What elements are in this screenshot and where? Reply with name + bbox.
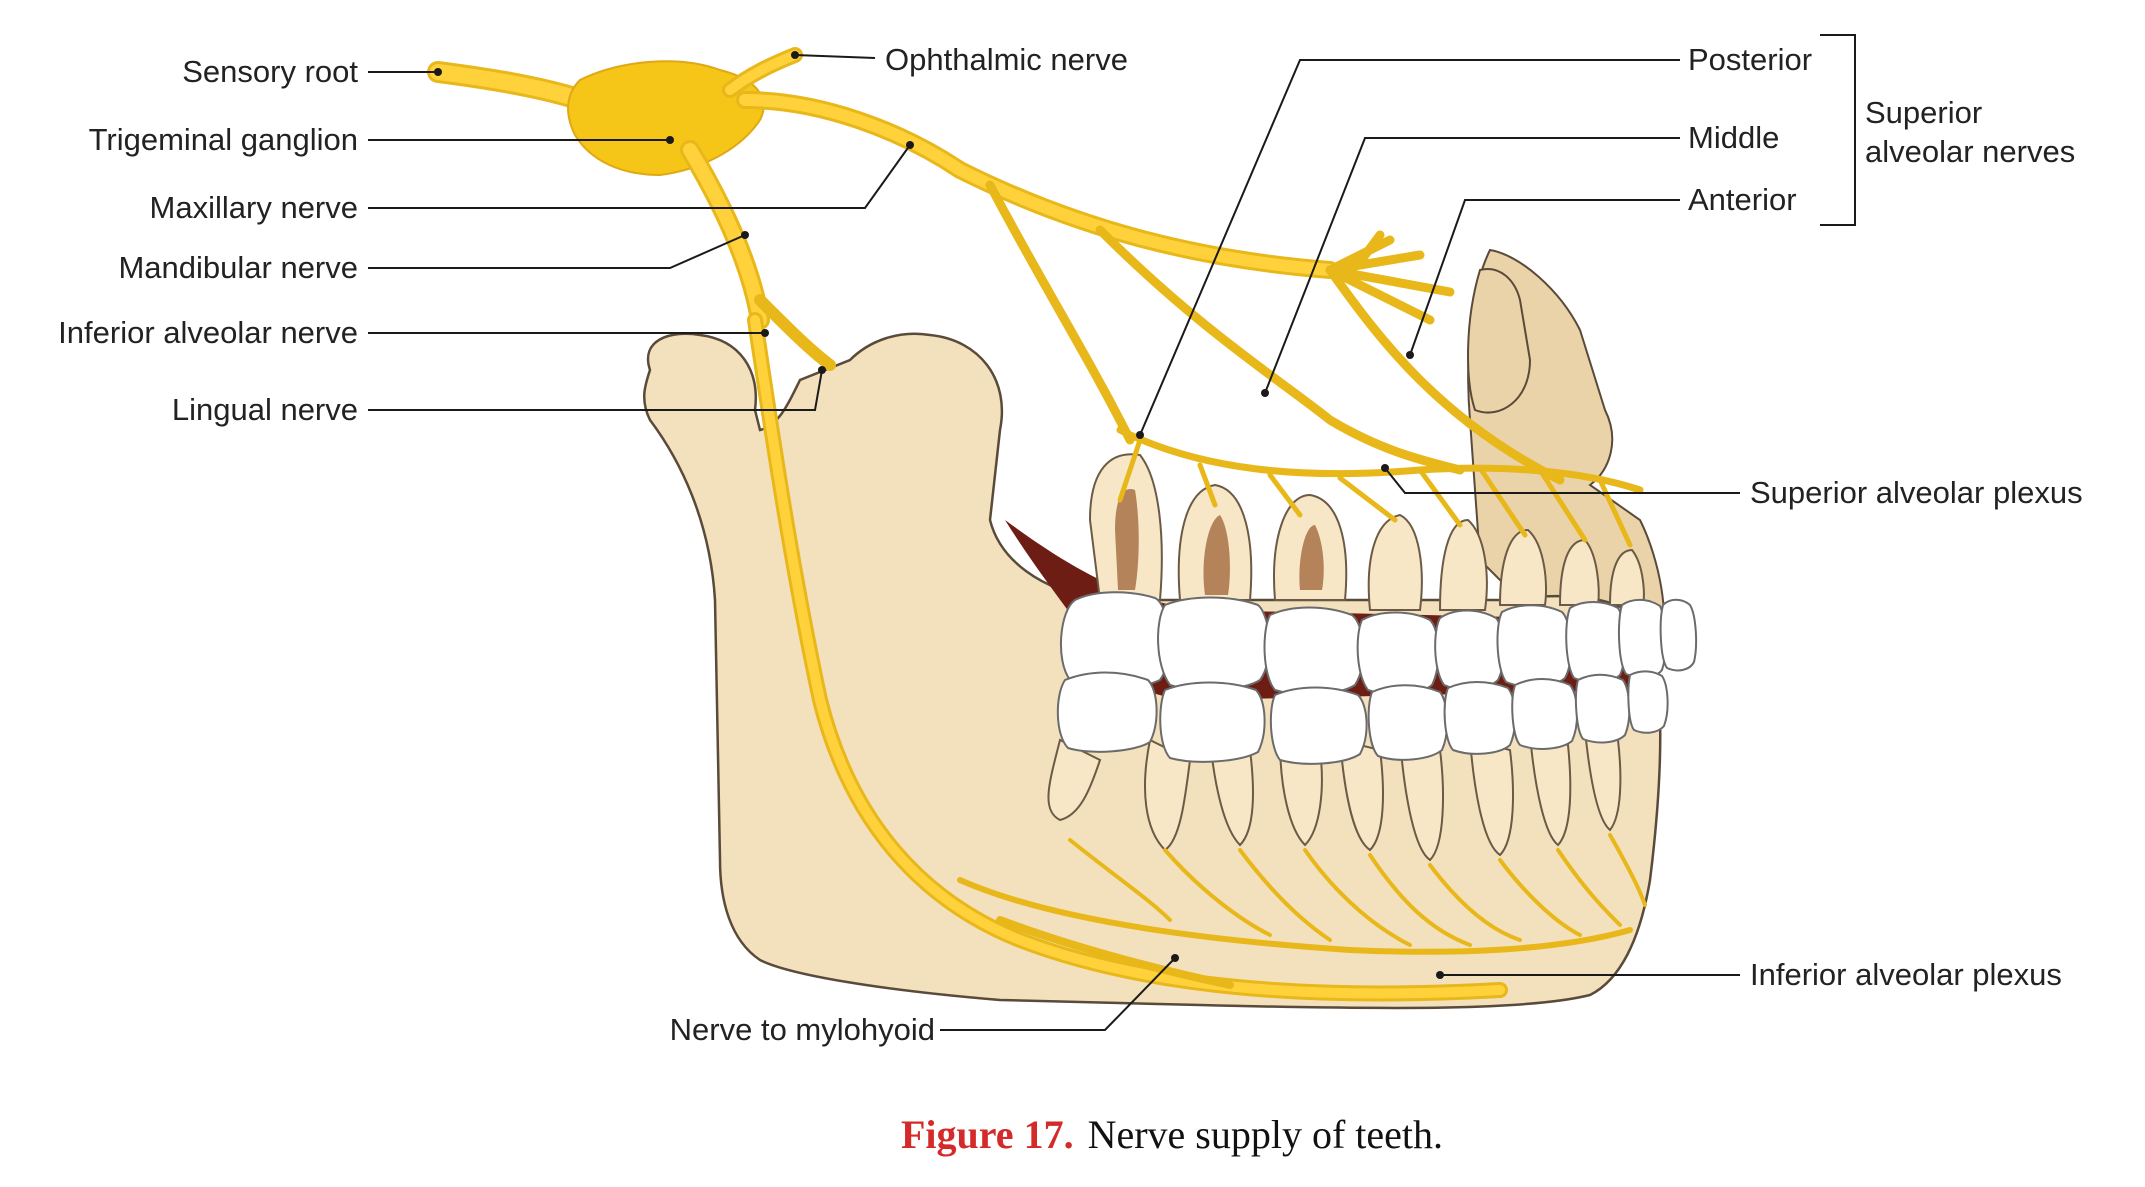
label-ophthalmic-nerve: Ophthalmic nerve — [885, 42, 1128, 77]
nasal-bone — [1467, 268, 1532, 414]
label-superior-alveolar-nerves-line2: alveolar nerves — [1865, 134, 2075, 169]
label-posterior: Posterior — [1688, 42, 1812, 77]
leader-lines — [368, 34, 1856, 1031]
label-maxillary-nerve: Maxillary nerve — [150, 190, 358, 225]
label-inferior-alveolar-plexus: Inferior alveolar plexus — [1750, 957, 2062, 992]
figure-caption: Figure 17. Nerve supply of teeth. — [901, 1112, 1443, 1157]
label-superior-alveolar-nerves-line1: Superior — [1865, 95, 1982, 130]
label-inferior-alveolar-nerve: Inferior alveolar nerve — [58, 315, 358, 350]
label-lingual-nerve: Lingual nerve — [172, 392, 358, 427]
label-nerve-to-mylohyoid: Nerve to mylohyoid — [670, 1012, 935, 1047]
label-sensory-root: Sensory root — [182, 54, 358, 89]
label-trigeminal-ganglion: Trigeminal ganglion — [89, 122, 358, 157]
upper-teeth — [1059, 591, 1698, 696]
caption-text: Nerve supply of teeth. — [1088, 1112, 1443, 1157]
caption-figure-number: Figure 17. — [901, 1112, 1074, 1157]
lower-teeth — [1056, 670, 1669, 765]
label-anterior: Anterior — [1688, 182, 1797, 217]
label-superior-alveolar-plexus: Superior alveolar plexus — [1750, 475, 2083, 510]
label-middle: Middle — [1688, 120, 1779, 155]
trigeminal-nerve-tree — [427, 47, 1647, 1002]
upper-tooth-roots — [1088, 453, 1645, 611]
label-mandibular-nerve: Mandibular nerve — [118, 250, 358, 285]
